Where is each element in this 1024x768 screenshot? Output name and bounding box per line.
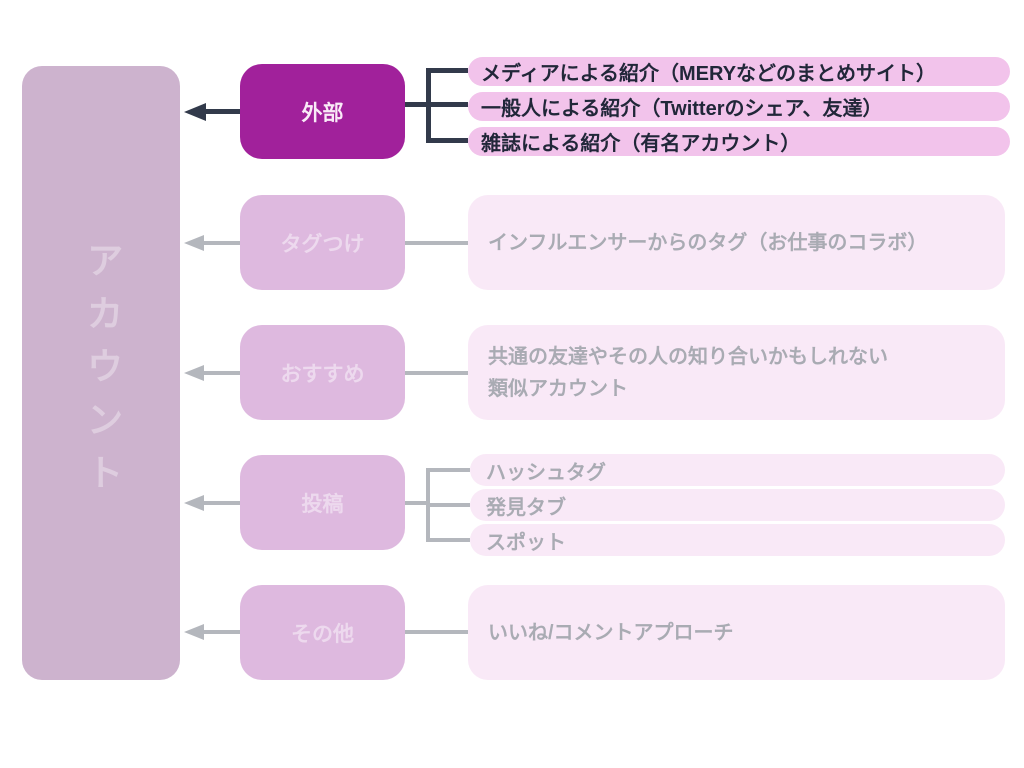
- leaf-hashtag-label: ハッシュタグ: [486, 461, 606, 484]
- arrowhead-posts-to-account-icon: [184, 495, 204, 511]
- node-external-label: 外部: [301, 101, 344, 125]
- leaf-like-comment: いいね/コメントアプローチ: [468, 585, 1005, 680]
- arrow-line-recommend-to-account: [203, 371, 240, 375]
- leaf-general-referral-label: 一般人による紹介（Twitterのシェア、友達）: [481, 98, 883, 120]
- arrowhead-other-to-account-icon: [184, 624, 204, 640]
- arrowhead-recommend-to-account-icon: [184, 365, 204, 381]
- node-recommend-label: おすすめ: [280, 362, 365, 386]
- connector-tagging: [405, 241, 468, 245]
- leaf-similar-accounts-line2: 類似アカウント: [488, 377, 628, 400]
- arrow-line-tagging-to-account: [203, 241, 240, 245]
- leaf-similar-accounts-line1: 共通の友達やその人の知り合いかもしれない: [488, 345, 888, 368]
- node-tagging: タグつけ: [240, 195, 405, 290]
- node-posts: 投稿: [240, 455, 405, 550]
- connector-posts-stub-middle: [426, 503, 470, 507]
- leaf-discover-tab: 発見タブ: [470, 489, 1005, 521]
- connector-other: [405, 630, 468, 634]
- arrow-line-external-to-account: [205, 109, 240, 114]
- account-label: アカウント: [81, 240, 122, 506]
- connector-posts-stub-top: [426, 468, 470, 472]
- leaf-media-referral-label: メディアによる紹介（MERYなどのまとめサイト）: [481, 63, 937, 85]
- connector-external-vertical: [426, 68, 431, 143]
- node-external: 外部: [240, 64, 405, 159]
- account-node: アカウント: [22, 66, 180, 680]
- leaf-spot-label: スポット: [486, 531, 566, 554]
- leaf-hashtag: ハッシュタグ: [470, 454, 1005, 486]
- leaf-magazine-referral: 雑誌による紹介（有名アカウント）: [468, 127, 1010, 156]
- arrowhead-tagging-to-account-icon: [184, 235, 204, 251]
- leaf-similar-accounts: 共通の友達やその人の知り合いかもしれない 類似アカウント: [468, 325, 1005, 420]
- connector-recommend: [405, 371, 468, 375]
- node-other: その他: [240, 585, 405, 680]
- arrow-line-posts-to-account: [203, 501, 240, 505]
- node-other-label: その他: [291, 622, 354, 646]
- leaf-magazine-referral-label: 雑誌による紹介（有名アカウント）: [481, 133, 801, 155]
- connector-external-main: [405, 102, 468, 107]
- leaf-influencer-tag-label: インフルエンサーからのタグ（お仕事のコラボ）: [488, 231, 928, 254]
- leaf-like-comment-label: いいね/コメントアプローチ: [488, 621, 734, 644]
- arrow-line-other-to-account: [203, 630, 240, 634]
- node-recommend: おすすめ: [240, 325, 405, 420]
- node-posts-label: 投稿: [301, 492, 344, 516]
- leaf-spot: スポット: [470, 524, 1005, 556]
- leaf-media-referral: メディアによる紹介（MERYなどのまとめサイト）: [468, 57, 1010, 86]
- leaf-influencer-tag: インフルエンサーからのタグ（お仕事のコラボ）: [468, 195, 1005, 290]
- arrowhead-external-to-account-icon: [184, 103, 206, 121]
- connector-posts-main: [405, 501, 430, 505]
- connector-external-stub-bottom: [426, 138, 468, 143]
- connector-posts-stub-bottom: [426, 538, 470, 542]
- leaf-general-referral: 一般人による紹介（Twitterのシェア、友達）: [468, 92, 1010, 121]
- leaf-discover-tab-label: 発見タブ: [486, 496, 566, 519]
- node-tagging-label: タグつけ: [280, 232, 365, 256]
- connector-external-stub-top: [426, 68, 468, 73]
